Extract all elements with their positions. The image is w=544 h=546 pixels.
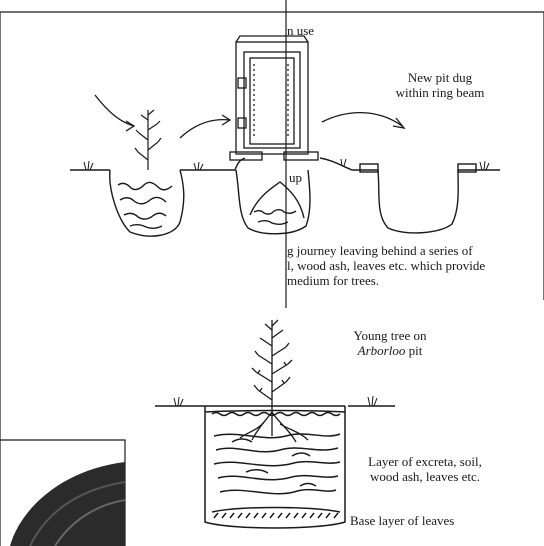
- arborloo-pit: [205, 406, 345, 528]
- label-in-use: n use: [287, 23, 314, 38]
- new-pit-right: [360, 164, 476, 233]
- label-journey-line1: g journey leaving behind a series of: [287, 243, 485, 258]
- label-new-pit-line1: New pit dug: [380, 70, 500, 85]
- label-journey-line2: l, wood ash, leaves etc. which provide: [287, 258, 485, 273]
- label-young-tree-line2: Arborloo pit: [330, 343, 450, 358]
- label-journey-line3: medium for trees.: [287, 273, 485, 288]
- label-pit-word: pit: [405, 343, 422, 358]
- label-up: up: [289, 170, 302, 185]
- label-base-layer: Base layer of leaves: [350, 513, 454, 528]
- arrow-2: [180, 115, 230, 138]
- label-layer-line1: Layer of excreta, soil,: [355, 454, 495, 469]
- label-young-tree: Young tree on Arborloo pit: [330, 328, 450, 358]
- arrow-1: [95, 95, 134, 131]
- sapling-left: [135, 110, 161, 170]
- filled-pit-left: [110, 170, 184, 236]
- label-layer-line2: wood ash, leaves etc.: [355, 469, 495, 484]
- outhouse: [230, 36, 318, 160]
- label-arborloo-italic: Arborloo: [358, 343, 406, 358]
- label-young-tree-line1: Young tree on: [330, 328, 450, 343]
- photo-fragment: [10, 462, 125, 546]
- grass-tufts-bottom: [174, 396, 377, 406]
- label-new-pit: New pit dug within ring beam: [380, 70, 500, 100]
- arrow-3: [322, 113, 404, 128]
- label-new-pit-line2: within ring beam: [380, 85, 500, 100]
- young-tree: [240, 320, 308, 442]
- label-journey: g journey leaving behind a series of l, …: [287, 243, 485, 288]
- label-layer: Layer of excreta, soil, wood ash, leaves…: [355, 454, 495, 484]
